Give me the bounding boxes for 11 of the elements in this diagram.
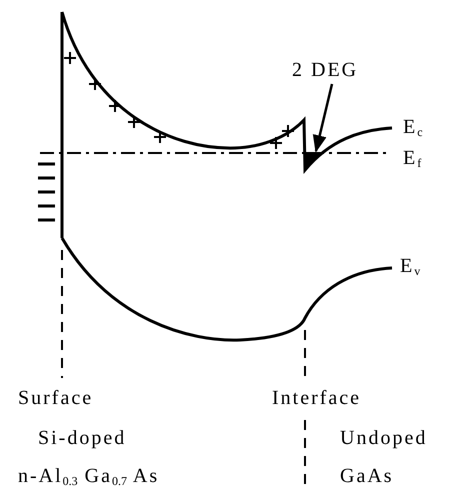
region-label: Interface [272, 388, 362, 408]
material-label: Si-doped [38, 428, 126, 448]
leader-arrow [312, 84, 334, 153]
material-label: n-Al$_{0.3}$ Ga$_{0.7}$ As [18, 466, 160, 487]
band-label: E$_{c}$ [403, 117, 423, 138]
callout-label: 2 DEG [292, 60, 358, 80]
material-label: Undoped [340, 428, 428, 448]
band-label: E$_{v}$ [400, 256, 420, 277]
material-label: GaAs [340, 466, 394, 486]
band-label: E$_{f}$ [403, 148, 422, 169]
region-label: Surface [18, 388, 94, 408]
